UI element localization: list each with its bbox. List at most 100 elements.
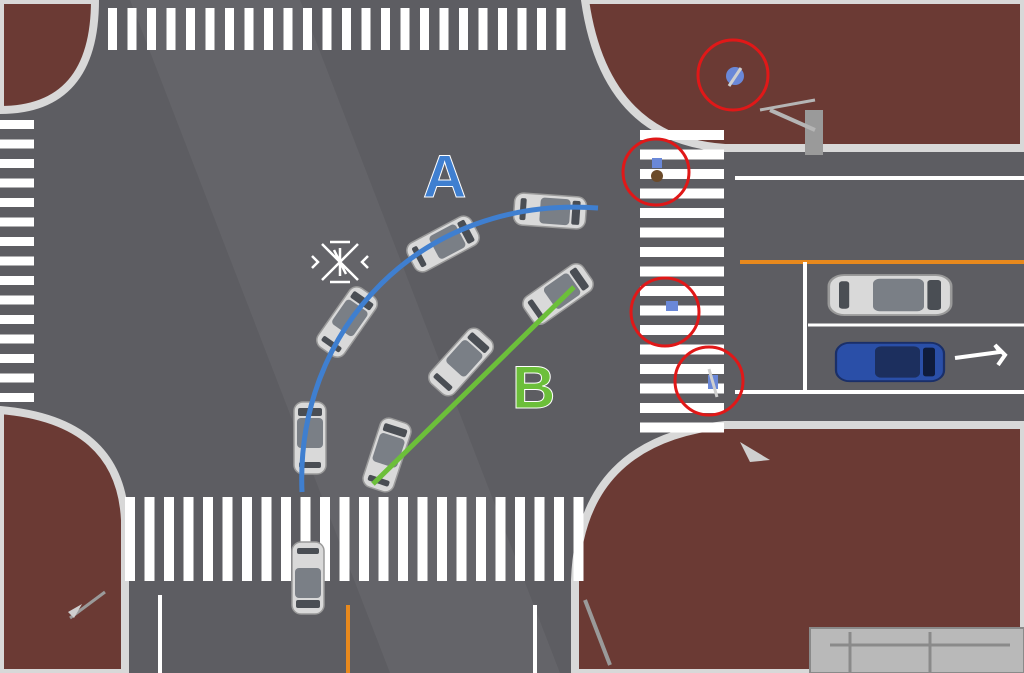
crosswalk-stripe <box>186 8 195 50</box>
path-b-label: B <box>512 354 555 421</box>
crosswalk-stripe <box>222 497 233 581</box>
road-arrow-icon <box>954 343 1008 367</box>
crosswalk-stripe <box>303 8 312 50</box>
lane-markings-right <box>735 176 1024 394</box>
crosswalk-stripe <box>476 497 486 581</box>
streetlight-icon <box>68 590 106 620</box>
car-blue-right-lane <box>834 341 946 383</box>
pedestrian-icon <box>651 158 663 182</box>
crosswalk-stripe <box>640 227 724 238</box>
highlight-circles <box>621 38 770 417</box>
car-white-right-lane <box>827 273 953 317</box>
crosswalk-stripe <box>640 403 724 413</box>
sidewalk-top-left <box>0 0 100 115</box>
crosswalk-stripe <box>322 8 332 50</box>
sidewalk-bottom-left <box>0 405 129 673</box>
crosswalk-stripe <box>108 8 117 50</box>
crosswalk-stripe <box>537 8 546 50</box>
cyclist-icon <box>707 368 719 398</box>
crosswalk-stripe <box>183 497 194 581</box>
car-waiting-bottom <box>291 541 325 615</box>
building-roof <box>809 627 1024 673</box>
crosswalk-stripe <box>439 8 449 50</box>
crosswalk-stripe <box>640 286 724 296</box>
crosswalk-stripe <box>378 497 389 581</box>
crosswalk-stripe <box>0 159 34 168</box>
crosswalk-stripe <box>515 497 525 581</box>
path-a-line <box>299 204 599 493</box>
highlight-circle <box>621 137 691 207</box>
crosswalk-stripe <box>420 8 429 50</box>
crosswalk-stripe <box>640 169 724 179</box>
crosswalk-stripe <box>640 383 724 394</box>
crosswalk-stripe <box>127 8 137 50</box>
crosswalk-stripe <box>640 364 724 374</box>
highlight-circle <box>629 276 701 348</box>
crosswalk-bottom <box>125 497 584 581</box>
crosswalk-stripe <box>0 295 34 305</box>
crosswalk-stripe <box>640 266 724 277</box>
crosswalk-stripe <box>556 8 566 50</box>
crosswalk-stripe <box>0 178 34 188</box>
crosswalk-stripe <box>244 8 254 50</box>
crosswalk-stripe <box>0 139 34 149</box>
crosswalk-stripe <box>640 325 724 335</box>
crosswalk-stripe <box>640 422 724 433</box>
crosswalk-right <box>640 130 724 433</box>
crosswalk-stripe <box>0 198 34 207</box>
crosswalk-stripe <box>640 149 724 160</box>
crosswalk-stripe <box>640 247 724 257</box>
crosswalk-stripe <box>398 497 408 581</box>
crosswalk-stripe <box>0 373 34 383</box>
crosswalk-stripe <box>381 8 390 50</box>
pedestrian-icon <box>666 301 678 311</box>
traffic-signal-icon <box>759 98 823 155</box>
crosswalk-stripe <box>320 497 330 581</box>
crosswalk-stripe <box>281 497 291 581</box>
sidewalk-top-right <box>580 0 1024 152</box>
crosswalk-stripe <box>359 497 369 581</box>
crosswalk-stripe <box>261 497 272 581</box>
crosswalk-stripe <box>205 8 215 50</box>
crosswalk-stripe <box>400 8 410 50</box>
crosswalk-stripe <box>534 497 545 581</box>
crosswalk-stripe <box>640 130 724 140</box>
crosswalk-stripe <box>554 497 564 581</box>
crosswalk-stripe <box>339 497 350 581</box>
crosswalk-stripe <box>0 237 34 246</box>
crosswalk-stripe <box>264 8 273 50</box>
crosswalk-stripe <box>0 393 34 402</box>
crosswalk-stripe <box>144 497 155 581</box>
crosswalk-stripe <box>125 497 135 581</box>
crosswalk-stripe <box>0 334 34 344</box>
crosswalk-stripe <box>0 315 34 324</box>
crosswalk-stripe <box>459 8 468 50</box>
path-b-line <box>371 285 576 486</box>
crosswalk-stripe <box>0 256 34 266</box>
path-a-label: A <box>423 143 466 210</box>
highlight-circle <box>673 345 745 417</box>
crosswalk-stripe <box>283 8 293 50</box>
crosswalk-stripe <box>640 305 724 316</box>
crosswalk-stripe <box>498 8 507 50</box>
crosswalk-stripe <box>437 497 447 581</box>
cyclist-icon <box>726 67 744 87</box>
crosswalk-stripe <box>0 120 34 129</box>
crosswalk-stripe <box>456 497 467 581</box>
crosswalk-stripe <box>242 497 252 581</box>
crosswalk-stripe <box>0 276 34 285</box>
crosswalk-stripe <box>300 497 311 581</box>
crosswalk-stripe <box>573 497 584 581</box>
crosswalk-stripe <box>0 217 34 227</box>
crosswalk-stripe <box>495 497 506 581</box>
crosswalk-stripe <box>164 497 174 581</box>
crosswalk-stripe <box>166 8 176 50</box>
crosswalk-stripe <box>417 497 428 581</box>
highlight-circle <box>696 38 770 112</box>
crosswalk-stripe <box>342 8 351 50</box>
crosswalk-top <box>108 8 566 50</box>
crosswalk-stripe <box>640 208 724 218</box>
crosswalk-stripe <box>0 354 34 363</box>
crosswalk-stripe <box>478 8 488 50</box>
